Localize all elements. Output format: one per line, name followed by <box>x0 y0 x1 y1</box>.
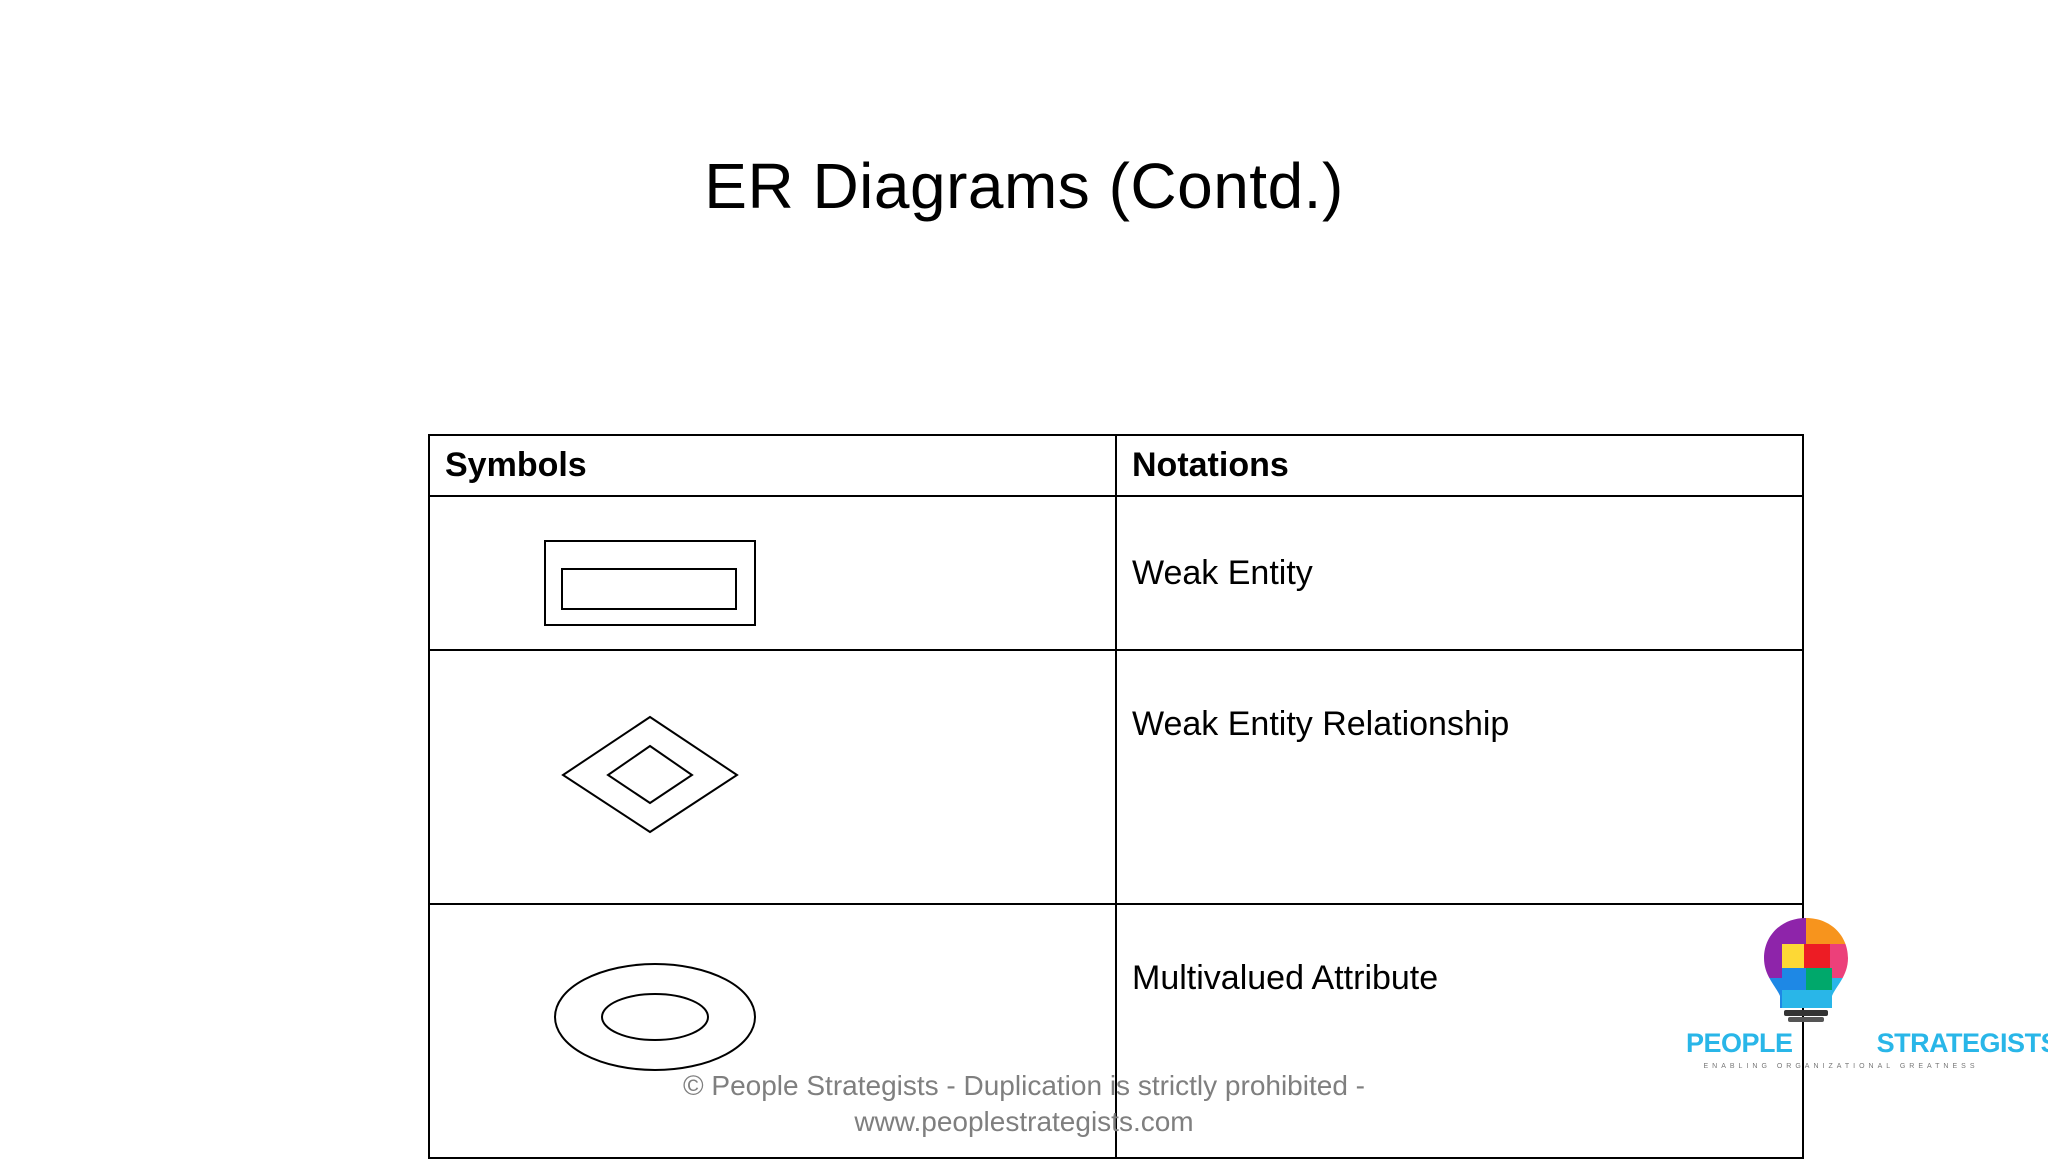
logo-word-people: PEOPLE <box>1686 1028 1793 1058</box>
table-header-row: Symbols Notations <box>428 434 1804 497</box>
company-logo: PEOPLE STRATEGISTS ENABLING ORGANIZATION… <box>1686 916 2048 1092</box>
notation-cell: Weak Entity <box>1115 495 1804 651</box>
footer-line-1: © People Strategists - Duplication is st… <box>682 1070 1366 1101</box>
table-row: Weak Entity <box>428 495 1804 651</box>
logo-word-strategists: STRATEGISTS <box>1876 1028 2048 1058</box>
symbol-cell <box>428 495 1117 651</box>
notation-cell: Multivalued Attribute <box>1115 903 1804 1159</box>
logo-tagline: ENABLING ORGANIZATIONAL GREATNESS <box>1703 1063 1979 1070</box>
logo-wordmark: PEOPLE STRATEGISTS <box>1686 1028 2048 1059</box>
header-symbols: Symbols <box>428 434 1117 497</box>
table-row: Weak Entity Relationship <box>428 649 1804 905</box>
footer-line-2: www.peoplestrategists.com <box>854 1106 1194 1137</box>
weak-entity-double-rectangle-icon <box>544 540 756 626</box>
notation-cell: Weak Entity Relationship <box>1115 649 1804 905</box>
symbol-cell <box>428 649 1117 905</box>
er-symbols-table: Symbols Notations Weak Entity Weak Entit… <box>428 434 1804 1159</box>
symbol-cell <box>428 903 1117 1159</box>
puzzle-lightbulb-icon <box>1764 918 1848 1022</box>
footer-copyright: © People Strategists - Duplication is st… <box>0 1068 2048 1140</box>
table-row: Multivalued Attribute <box>428 903 1804 1159</box>
header-notations: Notations <box>1115 434 1804 497</box>
weak-entity-relationship-double-diamond-icon <box>561 715 739 834</box>
slide-title: ER Diagrams (Contd.) <box>704 150 1344 222</box>
multivalued-attribute-double-ellipse-icon <box>554 963 756 1071</box>
